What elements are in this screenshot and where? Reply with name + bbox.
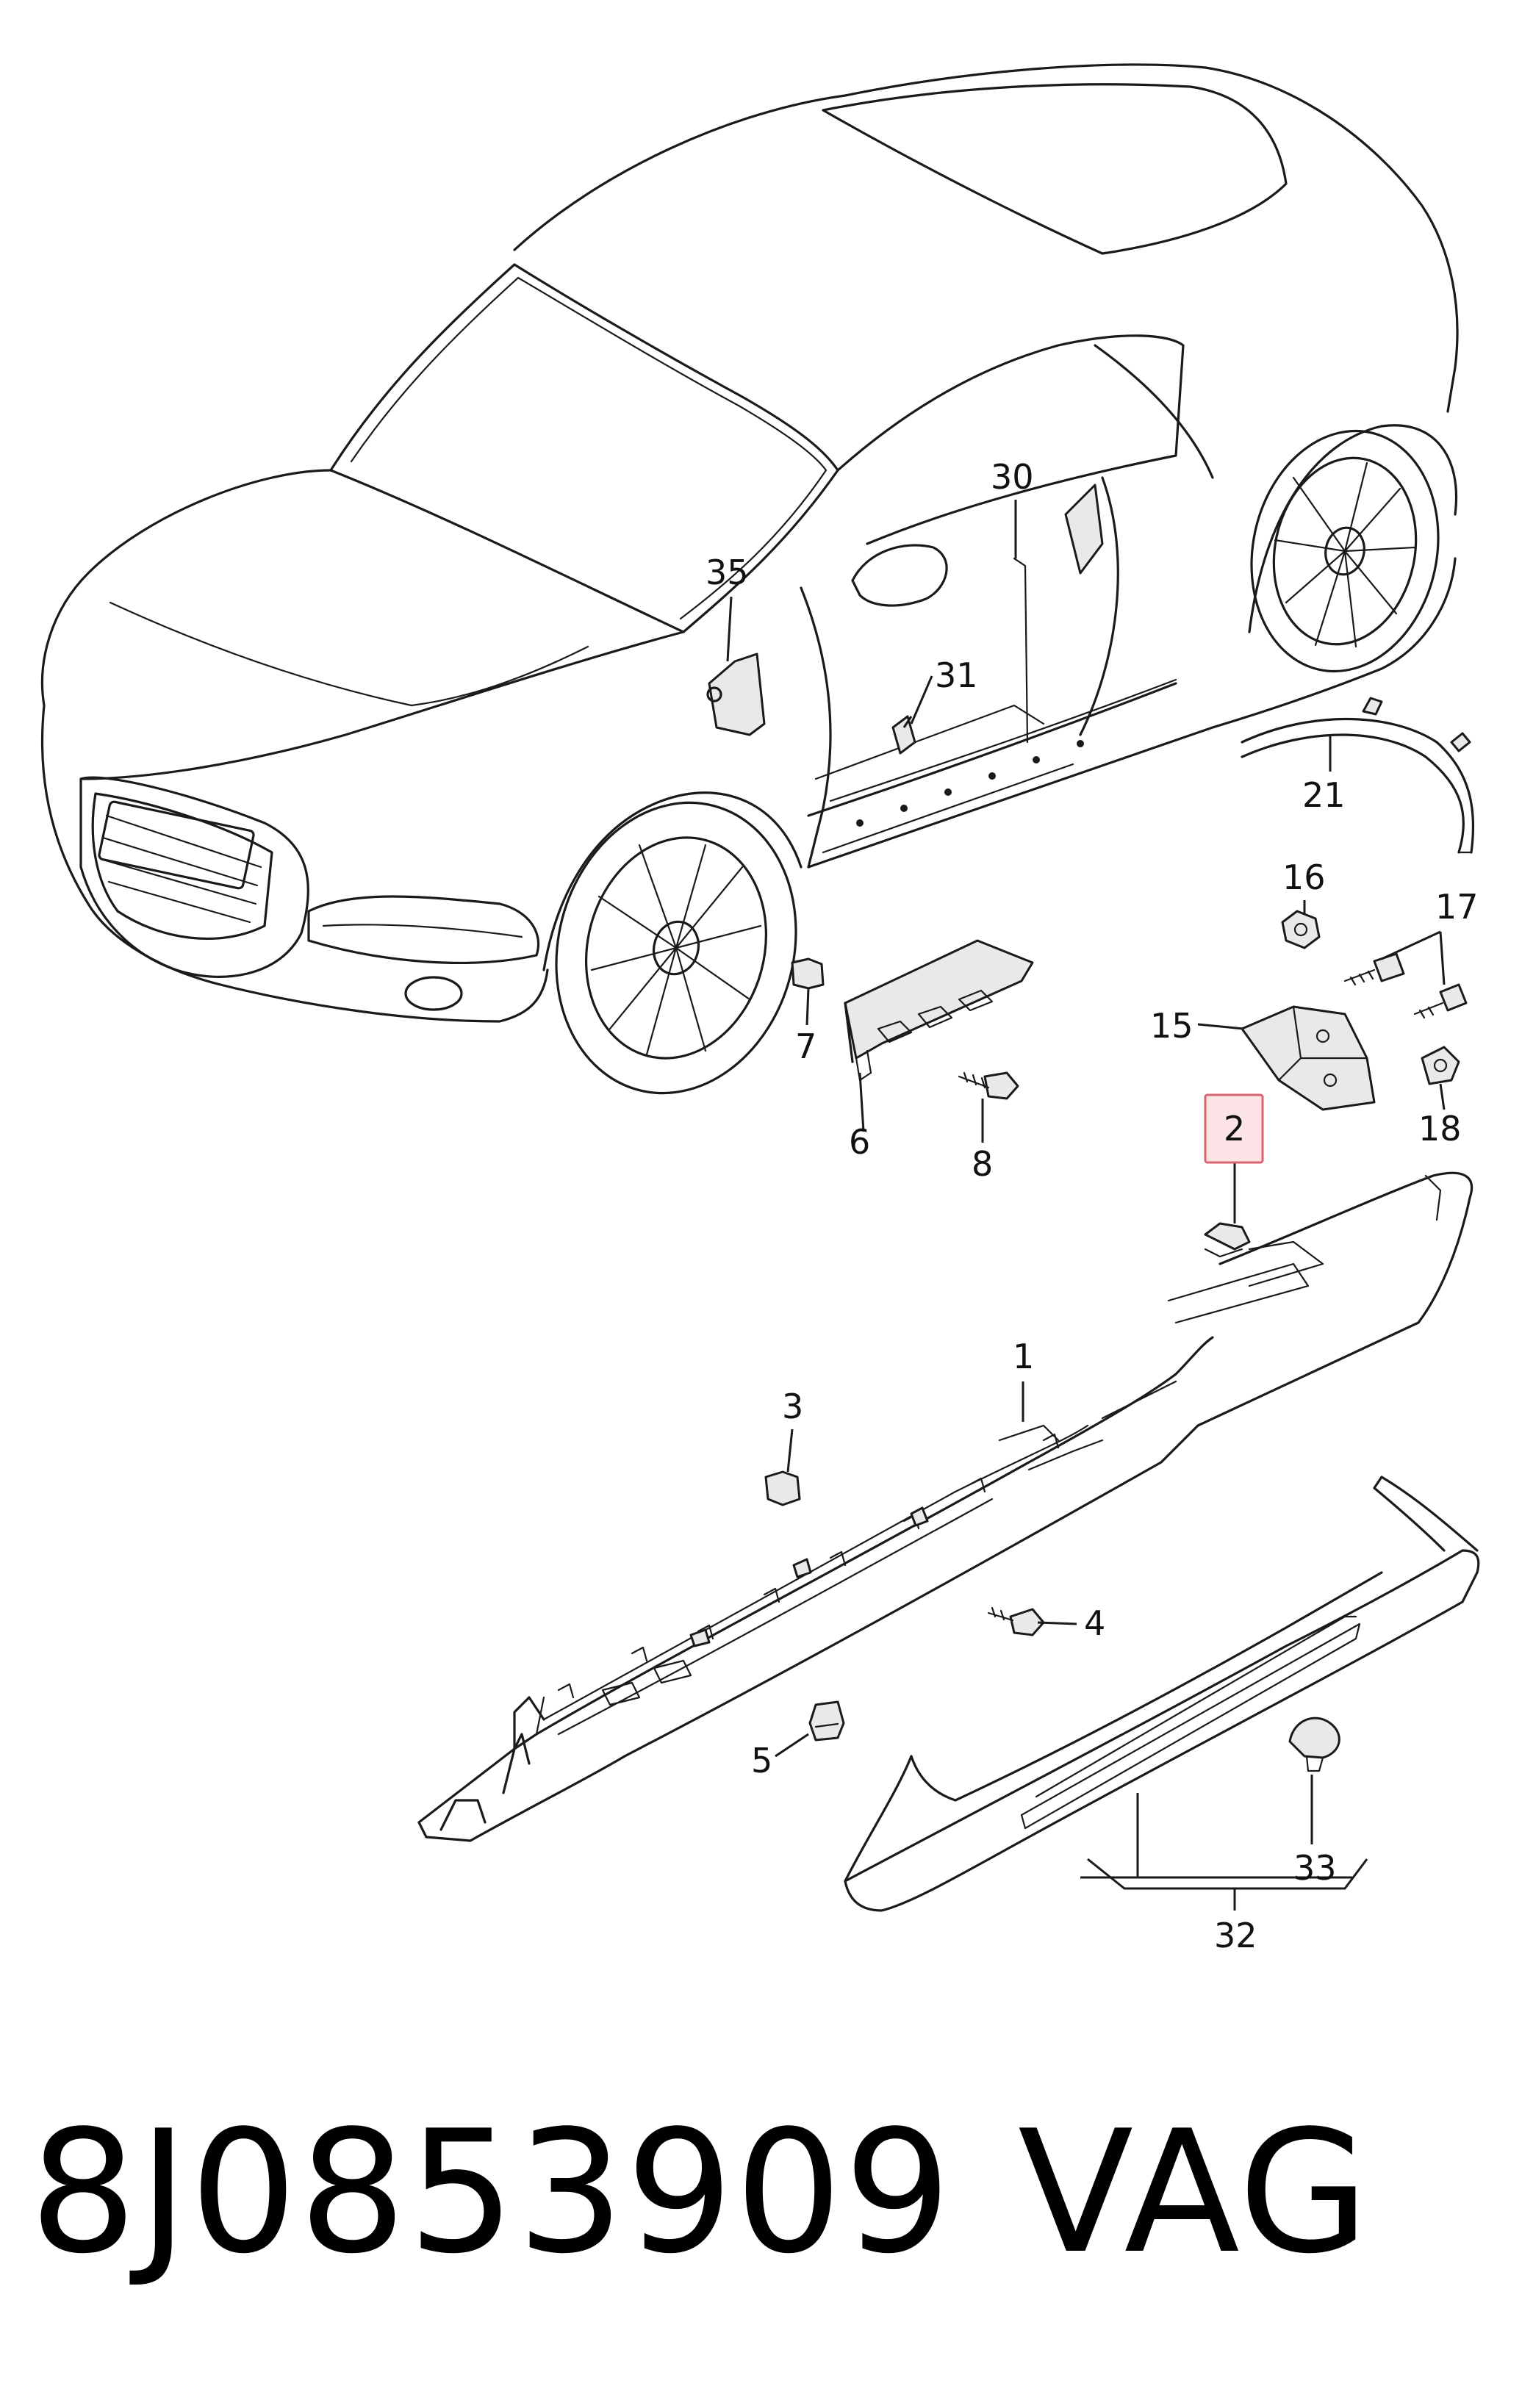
callout-4[interactable]: 4 (1084, 1603, 1105, 1643)
callout-31[interactable]: 31 (935, 655, 978, 695)
callout-labels: 35 30 31 21 16 17 15 18 2 7 6 8 1 3 4 5 … (706, 457, 1479, 1955)
callout-3[interactable]: 3 (782, 1387, 803, 1426)
leader-lines (726, 500, 1446, 1911)
callout-6[interactable]: 6 (849, 1122, 870, 1162)
callout-35[interactable]: 35 (706, 553, 749, 592)
part-2-clip-and-rear-skirt (1167, 1171, 1473, 1427)
callout-32[interactable]: 32 (1214, 1916, 1257, 1955)
callout-2-highlight (1204, 1093, 1264, 1164)
part-1-side-skirt (417, 1336, 1214, 1842)
callout-18[interactable]: 18 (1418, 1109, 1462, 1149)
callout-2[interactable]: 2 (1224, 1109, 1245, 1149)
parts-15-18-bracket-group (1241, 910, 1468, 1111)
car-illustration (40, 63, 1459, 1095)
callout-16[interactable]: 16 (1282, 858, 1326, 897)
callout-8[interactable]: 8 (972, 1144, 993, 1184)
brand-label: VAG (1018, 2095, 1371, 2291)
parts-6-8-front-bracket (791, 939, 1034, 1100)
callout-17[interactable]: 17 (1435, 887, 1479, 927)
part-21-arch-trim (1241, 697, 1475, 854)
callout-15[interactable]: 15 (1150, 1006, 1193, 1046)
part-number: 8J0853909 (29, 2095, 953, 2291)
part-33-clip (1288, 1717, 1340, 1772)
callout-33[interactable]: 33 (1293, 1848, 1337, 1888)
part-32-sill-trim (844, 1476, 1480, 1912)
callout-7[interactable]: 7 (795, 1027, 816, 1066)
callout-5[interactable]: 5 (751, 1741, 772, 1780)
callout-21[interactable]: 21 (1302, 775, 1346, 815)
callout-30[interactable]: 30 (991, 457, 1034, 497)
footer: 8J0853909 VAG (29, 2087, 1492, 2300)
callout-1[interactable]: 1 (1013, 1337, 1034, 1376)
